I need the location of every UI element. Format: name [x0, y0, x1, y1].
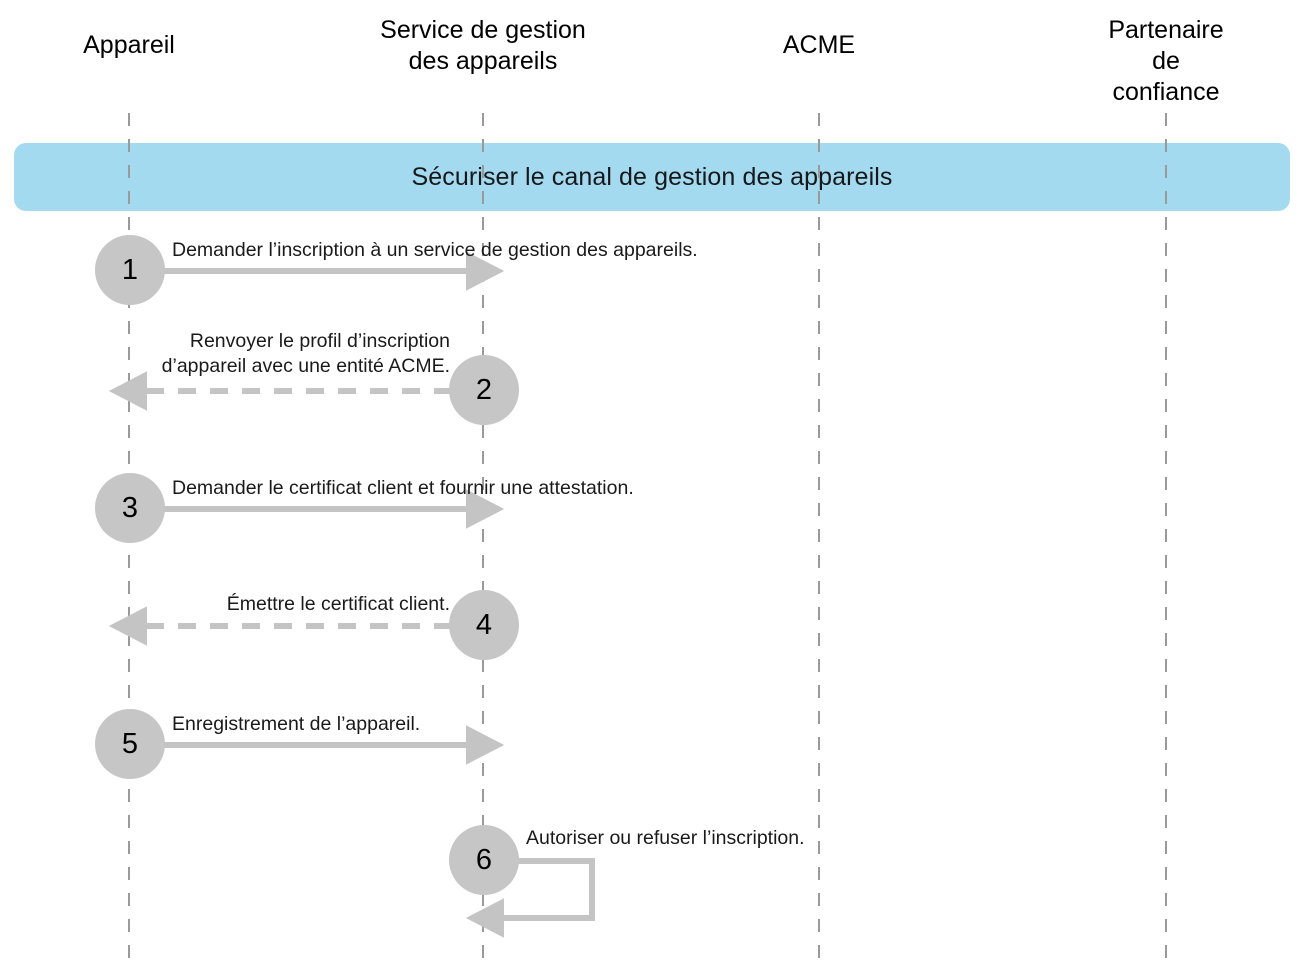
step-badge-6: 6	[449, 825, 519, 895]
step-badge-2: 2	[449, 355, 519, 425]
message-label-4: Émettre le certificat client.	[226, 593, 450, 615]
step-badge-4: 4	[449, 590, 519, 660]
message-label-3: Demander le certificat client et fournir…	[172, 477, 634, 499]
lifeline-header-acme: ACME	[782, 31, 856, 59]
message-label-5: Enregistrement de l’appareil.	[172, 713, 421, 735]
step-badge-3: 3	[95, 473, 165, 543]
message-label-1: Demander l’inscription à un service de g…	[172, 239, 698, 261]
step-badge-5: 5	[95, 709, 165, 779]
message-arrow-6-self-loop	[465, 858, 595, 938]
message-label-2: Renvoyer le profil d’inscription d’appar…	[161, 330, 450, 377]
secure-channel-banner: Sécuriser le canal de gestion des appare…	[14, 143, 1290, 211]
step-badge-1: 1	[95, 235, 165, 305]
message-label-6: Autoriser ou refuser l’inscription.	[526, 827, 805, 849]
lifeline-header-partenaire: Partenaire de confiance	[1108, 16, 1224, 106]
lifeline-header-service-gestion: Service de gestion des appareils	[380, 16, 586, 75]
secure-channel-banner-label: Sécuriser le canal de gestion des appare…	[411, 162, 893, 191]
lifeline-header-appareil: Appareil	[83, 31, 175, 59]
